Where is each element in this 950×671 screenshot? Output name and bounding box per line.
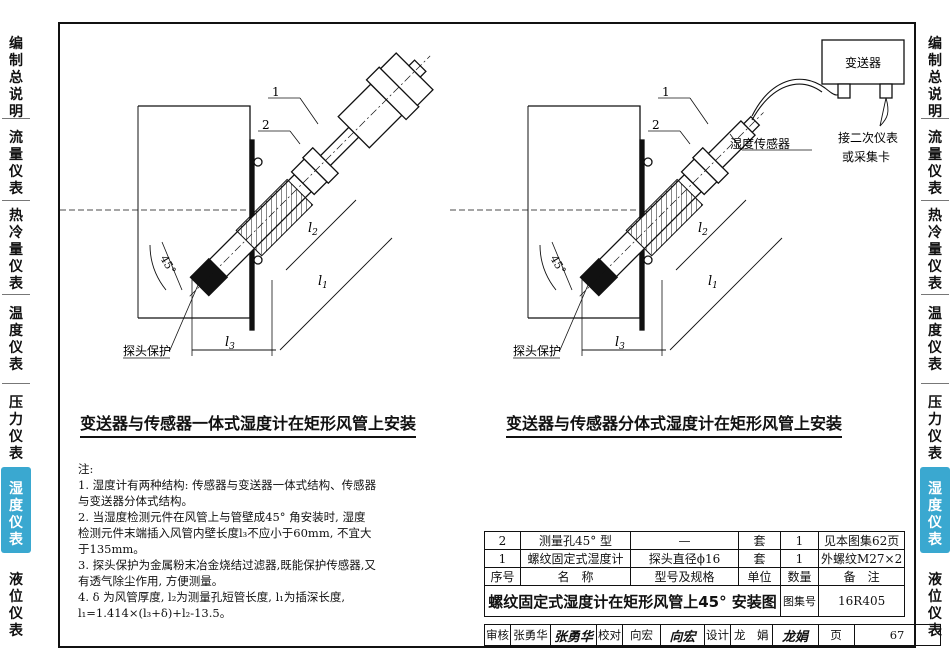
side-tab-right-1[interactable]: 流量仪表 <box>920 130 950 200</box>
left-diagram <box>60 52 434 356</box>
right-callout-2: 2 <box>652 118 660 132</box>
side-tab-left-3[interactable]: 温度仪表 <box>1 306 31 376</box>
note-line: 有透气除尘作用, 方便测量。 <box>78 574 224 588</box>
sensor-label: 湿度传感器 <box>730 136 790 151</box>
checker-signature: 向宏 <box>660 624 706 646</box>
note-line: l₁=1.414×(l₃+δ)+l₂-13.5。 <box>78 606 232 620</box>
side-tab-left-6[interactable]: 液位仪表 <box>1 572 31 642</box>
side-tab-left-1[interactable]: 流量仪表 <box>1 130 31 200</box>
table-row: 1 螺纹固定式湿度计 探头直径ϕ16 套 1 外螺纹M27×2 <box>484 549 906 568</box>
transmitter-label: 变送器 <box>845 55 881 70</box>
secondary-instrument-note-2: 或采集卡 <box>842 149 890 164</box>
notes-heading: 注: <box>78 462 94 476</box>
drawing-frame <box>58 22 916 648</box>
side-tab-right-0[interactable]: 编制总说明 <box>920 36 950 120</box>
side-tab-right-5[interactable]: 湿度仪表 <box>920 467 950 553</box>
left-dim-l2: l2 <box>308 221 318 238</box>
side-tab-right-3[interactable]: 温度仪表 <box>920 306 950 376</box>
side-tab-left-0[interactable]: 编制总说明 <box>1 36 31 120</box>
signature-table: 审核 张勇华 张勇华 校对 向宏 向宏 设计 龙 娟 龙娟 页 67 <box>484 624 941 646</box>
side-tab-right-2[interactable]: 热冷量仪表 <box>920 208 950 294</box>
atlas-number: 16R405 <box>817 585 906 617</box>
side-tab-right-4[interactable]: 压力仪表 <box>920 395 950 465</box>
side-tab-left-5[interactable]: 湿度仪表 <box>1 467 31 553</box>
note-line: 2. 当湿度检测元件在风管上与管壁成45° 角安装时, 湿度 <box>78 510 366 524</box>
side-tab-left-4[interactable]: 压力仪表 <box>1 395 31 465</box>
right-dim-l3: l3 <box>615 335 625 352</box>
note-line: 检测元件末端插入风管内壁长度l₃不应小于60mm, 不宜大 <box>78 526 372 540</box>
drawing-title: 螺纹固定式湿度计在矩形风管上45° 安装图 <box>484 585 781 617</box>
table-row: 2 测量孔45° 型 — 套 1 见本图集62页 <box>484 531 906 550</box>
note-line: 于135mm。 <box>78 542 145 556</box>
left-probe-label: 探头保护 <box>123 344 171 358</box>
right-diagram <box>450 39 905 356</box>
atlas-label: 图集号 <box>780 585 819 617</box>
reviewer-signature: 张勇华 <box>549 624 598 646</box>
right-probe-label: 探头保护 <box>513 344 561 358</box>
left-diagram-caption: 变送器与传感器一体式湿度计在矩形风管上安装 <box>80 410 417 438</box>
notes-section: 注: 1. 湿度计有两种结构: 传感器与变送器一体式结构、传感器 与变送器分体式… <box>78 461 378 621</box>
note-line: 3. 探头保护为金属粉末冶金烧结过滤器,既能保护传感器,又 <box>78 558 376 572</box>
page-number: 67 <box>853 624 941 646</box>
side-tab-left-2[interactable]: 热冷量仪表 <box>1 208 31 294</box>
right-dim-l1: l1 <box>708 274 718 291</box>
right-diagram-caption: 变送器与传感器分体式湿度计在矩形风管上安装 <box>506 410 843 438</box>
right-dim-l2: l2 <box>698 221 708 238</box>
left-callout-1: 1 <box>272 85 280 99</box>
left-callout-2: 2 <box>262 118 270 132</box>
table-header-row: 序号 名 称 型号及规格 单位 数量 备 注 <box>484 567 906 586</box>
note-line: 4. δ 为风管厚度, l₂为测量孔短管长度, l₁为插深长度, <box>78 590 346 604</box>
right-callout-1: 1 <box>662 85 670 99</box>
left-dim-l1: l1 <box>318 274 328 291</box>
note-line: 1. 湿度计有两种结构: 传感器与变送器一体式结构、传感器 <box>78 478 377 492</box>
left-dim-l3: l3 <box>225 335 235 352</box>
note-line: 与变送器分体式结构。 <box>78 494 193 508</box>
parts-table: 2 测量孔45° 型 — 套 1 见本图集62页 1 螺纹固定式湿度计 探头直径… <box>484 531 906 617</box>
title-row: 螺纹固定式湿度计在矩形风管上45° 安装图 图集号 16R405 <box>484 585 906 617</box>
secondary-instrument-note-1: 接二次仪表 <box>838 130 898 145</box>
signature-row: 审核 张勇华 张勇华 校对 向宏 向宏 设计 龙 娟 龙娟 页 67 <box>484 624 941 646</box>
designer-signature: 龙娟 <box>771 624 819 646</box>
